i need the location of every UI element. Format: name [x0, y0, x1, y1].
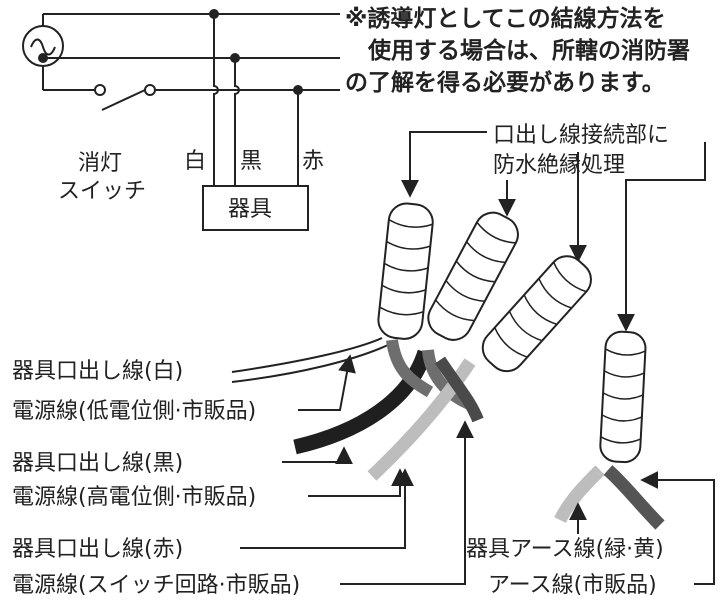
- label-earth-power: アース線(市販品): [488, 573, 657, 598]
- leader-arrow: [308, 468, 409, 497]
- label-fixture-white: 器具口出し線(白): [12, 359, 183, 384]
- label-earth-fixture: 器具アース線(緑·黄): [466, 537, 664, 562]
- note-line-3: の了解を得る必要があります。: [345, 69, 665, 96]
- waterproof-callout: 口出し線接続部に 防水絶縁処理: [401, 123, 706, 332]
- switch-contact: [94, 84, 106, 96]
- leader-arrow: [298, 354, 356, 411]
- black-power-wire: [293, 349, 433, 455]
- junction-dot: [38, 53, 48, 63]
- connector-1: [377, 202, 434, 340]
- switch-blade: [101, 89, 146, 111]
- wire-label-white: 白: [184, 149, 206, 174]
- switch-wire: [435, 356, 484, 423]
- tape-bands: [600, 348, 646, 444]
- leader-arrow: [340, 420, 474, 585]
- caution-note: ※誘導灯としてこの結線方法を 使用する場合は、所轄の消防署 の了解を得る必要があ…: [345, 5, 690, 96]
- fixture-wire-white: [231, 337, 383, 373]
- switch-label-line2: スイッチ: [58, 179, 146, 204]
- sine-wave-icon: [30, 38, 56, 56]
- label-power-low: 電源線(低電位側·市販品): [12, 399, 256, 424]
- connector-4: [599, 330, 647, 464]
- leader-arrow: [282, 446, 353, 465]
- circuit-schematic: 消灯 スイッチ 白 黒 赤 器具: [22, 9, 340, 231]
- connector-3: [481, 255, 592, 373]
- earth-fixture-wire: [554, 465, 605, 524]
- waterproof-label-line1: 口出し線接続部に: [493, 123, 669, 148]
- fixture-wire-white: [231, 344, 389, 383]
- wires: [231, 337, 665, 530]
- connector-2: [427, 211, 519, 341]
- label-fixture-red: 器具口出し線(赤): [12, 537, 183, 562]
- earth-power-wire: [603, 465, 665, 530]
- label-power-switch: 電源線(スイッチ回路·市販品): [12, 573, 300, 598]
- leader-arrow: [401, 131, 487, 198]
- tape-bands: [379, 218, 433, 316]
- switch-contact: [144, 84, 156, 96]
- light-power-wire: [367, 358, 476, 481]
- tape-wrap: [599, 330, 647, 464]
- leader-arrow: [617, 142, 706, 332]
- device-label: 器具: [228, 197, 272, 222]
- black-wire: [234, 58, 240, 186]
- wire-label-red: 赤: [302, 149, 324, 174]
- waterproof-label-line2: 防水絶縁処理: [493, 153, 625, 178]
- note-line-2: 使用する場合は、所轄の消防署: [367, 37, 690, 64]
- wire-label-black: 黒: [240, 149, 262, 174]
- switch-label-line1: 消灯: [78, 151, 122, 176]
- note-line-1: ※誘導灯としてこの結線方法を: [345, 5, 666, 32]
- tape-bands: [494, 261, 587, 358]
- gray-wire: [386, 339, 434, 398]
- left-labels: 器具口出し線(白) 電源線(低電位側·市販品) 器具口出し線(黒) 電源線(高電…: [12, 354, 474, 598]
- label-power-high: 電源線(高電位側·市販品): [12, 485, 256, 510]
- label-fixture-black: 器具口出し線(黒): [12, 451, 183, 476]
- leader-arrow: [240, 468, 414, 549]
- leader-arrow: [640, 471, 715, 585]
- device-box: [202, 185, 309, 231]
- white-wire: [213, 14, 219, 186]
- tape-bands: [435, 221, 516, 322]
- right-labels: 器具アース線(緑·黄) アース線(市販品): [466, 471, 715, 598]
